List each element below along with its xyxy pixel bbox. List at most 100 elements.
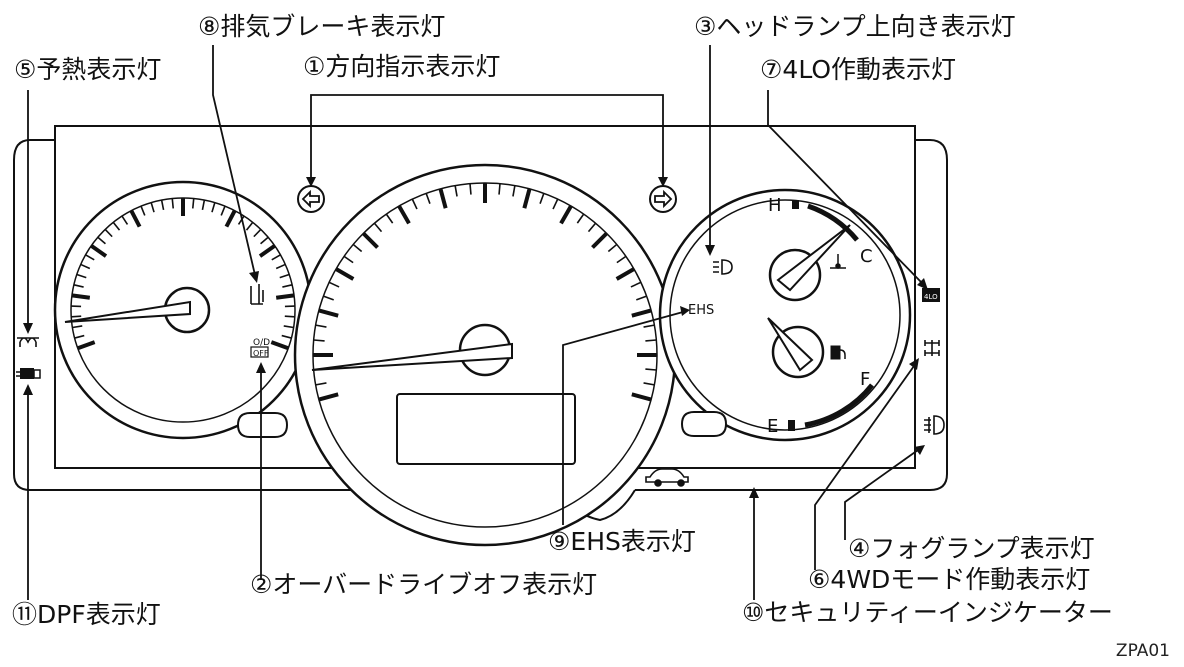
gauge-tick xyxy=(643,382,655,386)
dpf-icon xyxy=(16,368,41,379)
gauge-tick xyxy=(616,255,627,264)
gauge-tick xyxy=(76,273,87,279)
gauge-tick xyxy=(171,198,175,209)
gauge-tick xyxy=(260,236,269,245)
gauge-tick xyxy=(237,215,245,225)
label-4lo-indicator: ⑦4LO作動表示灯 xyxy=(760,55,957,84)
gauge-tick xyxy=(498,183,501,195)
gauge-tick xyxy=(636,295,647,301)
label-4wd-mode-indicator: ⑥4WDモード作動表示灯 xyxy=(808,565,1091,594)
gauge-tick xyxy=(315,382,327,386)
gauge-tick xyxy=(121,215,129,225)
label-dpf-indicator: ⑪DPF表示灯 xyxy=(12,600,161,629)
gauge-tick xyxy=(284,315,295,318)
gauge-tick xyxy=(220,205,226,216)
odometer-display xyxy=(396,393,576,465)
high-beam-icon xyxy=(713,259,733,275)
gauge-tick xyxy=(315,324,327,328)
gauge-tick xyxy=(352,243,363,253)
tachometer-gauge xyxy=(53,180,313,440)
gauge-tick xyxy=(112,221,121,231)
gauge-tick xyxy=(318,308,339,318)
gauge-tick xyxy=(469,183,472,195)
gauge-tick xyxy=(279,273,290,279)
four-wd-icon xyxy=(924,340,940,356)
gauge-tick xyxy=(258,244,276,258)
leader-lines xyxy=(23,45,928,600)
gauge-tick xyxy=(211,202,216,213)
gauge-tick xyxy=(275,263,286,270)
gauge-tick xyxy=(552,198,559,210)
label-turn-signal-indicator: ①方向指示表示灯 xyxy=(303,52,501,81)
fuel-full-label: F xyxy=(860,369,870,390)
gauge-tick xyxy=(512,185,516,197)
thermometer-icon xyxy=(830,254,846,269)
gauge-tick xyxy=(201,199,206,211)
gauge-tick xyxy=(71,315,82,318)
gauge-tick xyxy=(282,284,293,288)
gauge-tick xyxy=(343,255,354,264)
gauge-tick xyxy=(253,228,262,238)
gauge-tick xyxy=(72,325,83,329)
label-glow-indicator: ⑤予熱表示灯 xyxy=(14,55,162,84)
gauge-tick xyxy=(80,263,91,270)
gauge-tick xyxy=(140,205,146,216)
gauge-tick xyxy=(397,205,411,225)
fuel-empty-label: E xyxy=(767,416,778,437)
gauge-tick xyxy=(129,209,142,228)
ehs-indicator: EHS xyxy=(688,303,714,318)
gauge-tick xyxy=(313,339,325,342)
turn-right-arrow-icon xyxy=(649,185,677,213)
gauge-tick xyxy=(559,205,573,225)
gauge-tick xyxy=(438,188,448,209)
gauge-tick xyxy=(328,281,340,288)
gauge-tick xyxy=(631,308,652,318)
gauge-tick xyxy=(74,334,85,339)
gauge-tick xyxy=(283,325,294,329)
label-ehs-indicator: ⑨EHS表示灯 xyxy=(548,527,696,556)
gauge-tick xyxy=(645,368,657,371)
gauge-tick xyxy=(361,231,379,249)
gauge-tick xyxy=(275,293,295,300)
temp-cold-label: C xyxy=(860,246,873,267)
gauge-tick xyxy=(335,267,355,281)
gauge-tick xyxy=(576,213,585,224)
gauge-tick xyxy=(643,324,655,328)
gauge-tick xyxy=(411,198,418,210)
gauge-tick xyxy=(425,193,431,204)
svg-text:OFF: OFF xyxy=(253,349,269,358)
gauge-tick xyxy=(191,198,195,209)
gauge-tick xyxy=(77,340,96,351)
gauge-tick xyxy=(607,243,618,253)
gauge-tick xyxy=(97,236,106,245)
gauge-tick xyxy=(224,209,237,228)
label-overdrive-off-indicator: ②オーバードライブオフ表示灯 xyxy=(250,570,598,599)
gauge-tick xyxy=(522,188,532,209)
glow-plug-icon xyxy=(17,337,39,347)
gauge-tick xyxy=(160,199,165,211)
label-exhaust-brake-indicator: ⑧排気ブレーキ表示灯 xyxy=(198,12,446,41)
svg-text:O/D: O/D xyxy=(253,338,270,348)
od-off-icon: O/D OFF xyxy=(250,338,270,358)
gauge-tick xyxy=(591,231,609,249)
gauge-tick xyxy=(104,228,113,238)
security-car-icon xyxy=(645,468,689,487)
speedometer-gauge xyxy=(293,163,677,547)
gauge-tick xyxy=(615,267,635,281)
gauge-tick xyxy=(73,284,84,288)
gauge-tick xyxy=(323,295,334,301)
gauge-tick xyxy=(150,202,155,213)
fog-lamp-icon xyxy=(924,415,945,435)
figure-code: ZPA01 xyxy=(1115,641,1170,661)
gauge-tick xyxy=(90,244,108,258)
temp-fuel-gauge: H C F E EHS xyxy=(658,188,912,442)
trip-knob-right xyxy=(680,411,728,437)
fuel-pump-icon xyxy=(830,345,846,360)
gauge-tick xyxy=(373,222,383,233)
gauge-tick xyxy=(271,254,281,261)
gauge-tick xyxy=(631,392,652,402)
gauge-tick xyxy=(539,193,545,204)
exhaust-brake-icon xyxy=(250,284,264,305)
trip-knob-left xyxy=(236,412,289,438)
gauge-tick xyxy=(645,339,657,342)
